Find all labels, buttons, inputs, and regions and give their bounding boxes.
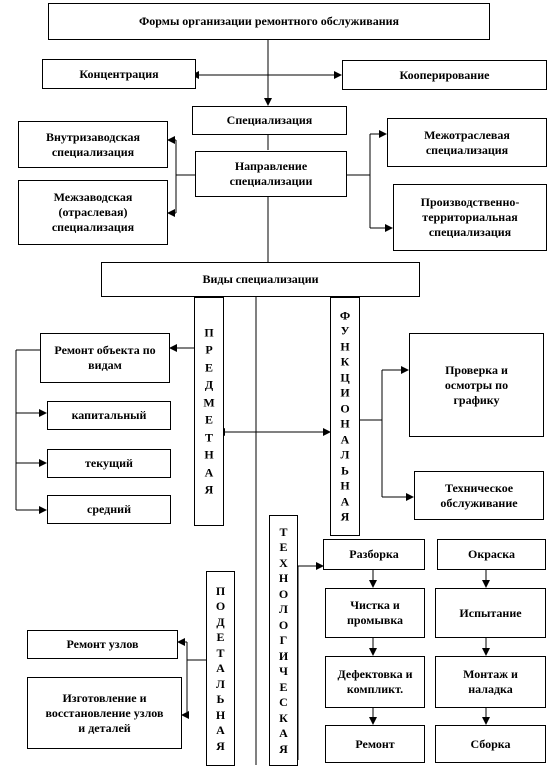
medium-box: средний bbox=[47, 495, 171, 524]
maintenance-text: Техническое обслуживание bbox=[440, 480, 518, 510]
functional-specialization-text: ФУНКЦИОНАЛЬНАЯ bbox=[339, 308, 351, 524]
concentration-box: Концентрация bbox=[42, 59, 196, 89]
forms-title-text: Формы организации ремонтного обслуживани… bbox=[138, 14, 400, 28]
types-box: Виды специализации bbox=[101, 262, 420, 297]
manufacturing-text: Изготовление и восстановление узлов и де… bbox=[45, 690, 164, 735]
subject-specialization-text: ПРЕДМЕТНАЯ bbox=[203, 325, 215, 497]
specialization-box: Специализация bbox=[192, 106, 347, 135]
current-text: текущий bbox=[85, 456, 133, 470]
disassembly-text: Разборка bbox=[349, 547, 399, 561]
detail-specialization-text: ПОДЕТАЛЬНАЯ bbox=[215, 583, 226, 753]
inter-industry-text: Межотраслевая специализация bbox=[424, 127, 510, 157]
inspection-text: Проверка и осмотры по графику bbox=[444, 362, 509, 407]
unit-repair-box: Ремонт узлов bbox=[27, 630, 178, 659]
assembly-text: Сборка bbox=[470, 736, 511, 751]
subject-specialization-box: ПРЕДМЕТНАЯ bbox=[194, 297, 224, 526]
specialization-text: Специализация bbox=[226, 113, 313, 127]
painting-text: Окраска bbox=[468, 547, 515, 561]
intra-factory-box: Внутризаводская специализация bbox=[18, 121, 168, 168]
painting-box: Окраска bbox=[437, 539, 546, 570]
production-territorial-box: Производственно-территориальная специали… bbox=[393, 184, 547, 251]
mounting-box: Монтаж и наладка bbox=[435, 656, 546, 708]
medium-text: средний bbox=[87, 502, 131, 516]
forms-title-box: Формы организации ремонтного обслуживани… bbox=[48, 3, 490, 40]
disassembly-box: Разборка bbox=[323, 539, 425, 570]
inter-factory-text: Межзаводская (отраслевая) специализация bbox=[51, 190, 135, 234]
repair-text: Ремонт bbox=[355, 736, 395, 751]
concentration-text: Концентрация bbox=[79, 66, 159, 81]
inspection-box: Проверка и осмотры по графику bbox=[409, 333, 544, 437]
cooperation-box: Кооперирование bbox=[342, 60, 547, 90]
repair-by-type-text: Ремонт объекта по видам bbox=[54, 343, 156, 372]
defect-box: Дефектовка и компликт. bbox=[325, 656, 425, 708]
capital-text: капитальный bbox=[71, 408, 147, 422]
types-text: Виды специализации bbox=[202, 272, 319, 286]
direction-box: Направление специализации bbox=[195, 151, 347, 197]
intra-factory-text: Внутризаводская специализация bbox=[45, 129, 141, 159]
production-territorial-text: Производственно-территориальная специали… bbox=[420, 195, 520, 239]
repair-box: Ремонт bbox=[325, 725, 425, 763]
testing-box: Испытание bbox=[435, 588, 546, 638]
manufacturing-box: Изготовление и восстановление узлов и де… bbox=[27, 677, 182, 749]
repair-by-type-box: Ремонт объекта по видам bbox=[40, 333, 170, 383]
testing-text: Испытание bbox=[459, 605, 522, 620]
direction-text: Направление специализации bbox=[229, 159, 313, 188]
cleaning-text: Чистка и промывка bbox=[346, 598, 404, 627]
unit-repair-text: Ремонт узлов bbox=[66, 637, 139, 651]
cooperation-text: Кооперирование bbox=[399, 67, 490, 82]
detail-specialization-box: ПОДЕТАЛЬНАЯ bbox=[206, 571, 235, 766]
inter-industry-box: Межотраслевая специализация bbox=[387, 118, 547, 167]
defect-text: Дефектовка и компликт. bbox=[337, 667, 413, 696]
cleaning-box: Чистка и промывка bbox=[325, 588, 425, 638]
maintenance-box: Техническое обслуживание bbox=[414, 471, 544, 520]
technological-specialization-text: ТЕХНОЛОГИЧЕСКАЯ bbox=[278, 524, 289, 756]
current-box: текущий bbox=[47, 449, 171, 478]
inter-factory-box: Межзаводская (отраслевая) специализация bbox=[18, 180, 168, 245]
assembly-box: Сборка bbox=[435, 725, 546, 763]
functional-specialization-box: ФУНКЦИОНАЛЬНАЯ bbox=[330, 297, 360, 536]
technological-specialization-box: ТЕХНОЛОГИЧЕСКАЯ bbox=[269, 515, 298, 766]
mounting-text: Монтаж и наладка bbox=[463, 667, 518, 696]
capital-box: капитальный bbox=[47, 401, 171, 430]
